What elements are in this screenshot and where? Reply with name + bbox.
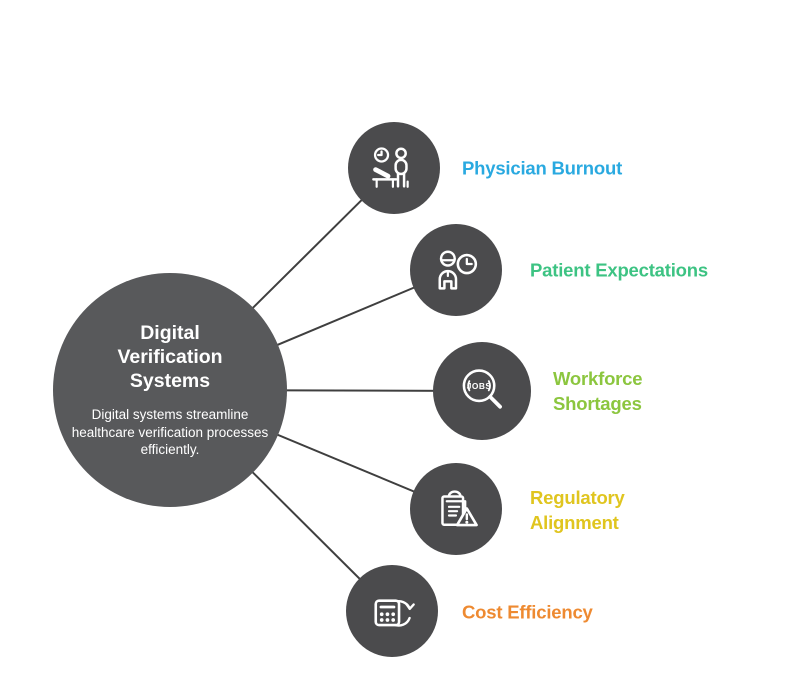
calculator-refresh-icon (374, 599, 415, 627)
node-circle-patient-expectations (410, 224, 502, 316)
jobs-search-icon: JOBS (462, 369, 502, 409)
clipboard-warning-icon (441, 490, 478, 527)
jobs-icon-text: JOBS (467, 381, 492, 391)
center-title: Digital Verification Systems (117, 322, 223, 393)
node-label-regulatory-alignment: Regulatory Alignment (530, 487, 625, 533)
node-circle-physician-burnout (348, 122, 440, 214)
node-circle-regulatory-alignment (410, 463, 502, 555)
center-description: Digital systems streamline healthcare ve… (71, 407, 269, 458)
node-label-patient-expectations: Patient Expectations (530, 259, 708, 281)
node-circle-cost-efficiency (346, 565, 438, 657)
node-circle-workforce-shortages: JOBS (433, 342, 531, 440)
node-label-cost-efficiency: Cost Efficiency (462, 601, 593, 623)
patient-clock-icon (438, 250, 478, 290)
center-node: Digital Verification Systems Digital sys… (53, 273, 287, 507)
physician-burnout-icon (372, 147, 409, 188)
node-label-physician-burnout: Physician Burnout (462, 157, 623, 179)
node-label-workforce-shortages: Workforce Shortages (553, 368, 643, 414)
